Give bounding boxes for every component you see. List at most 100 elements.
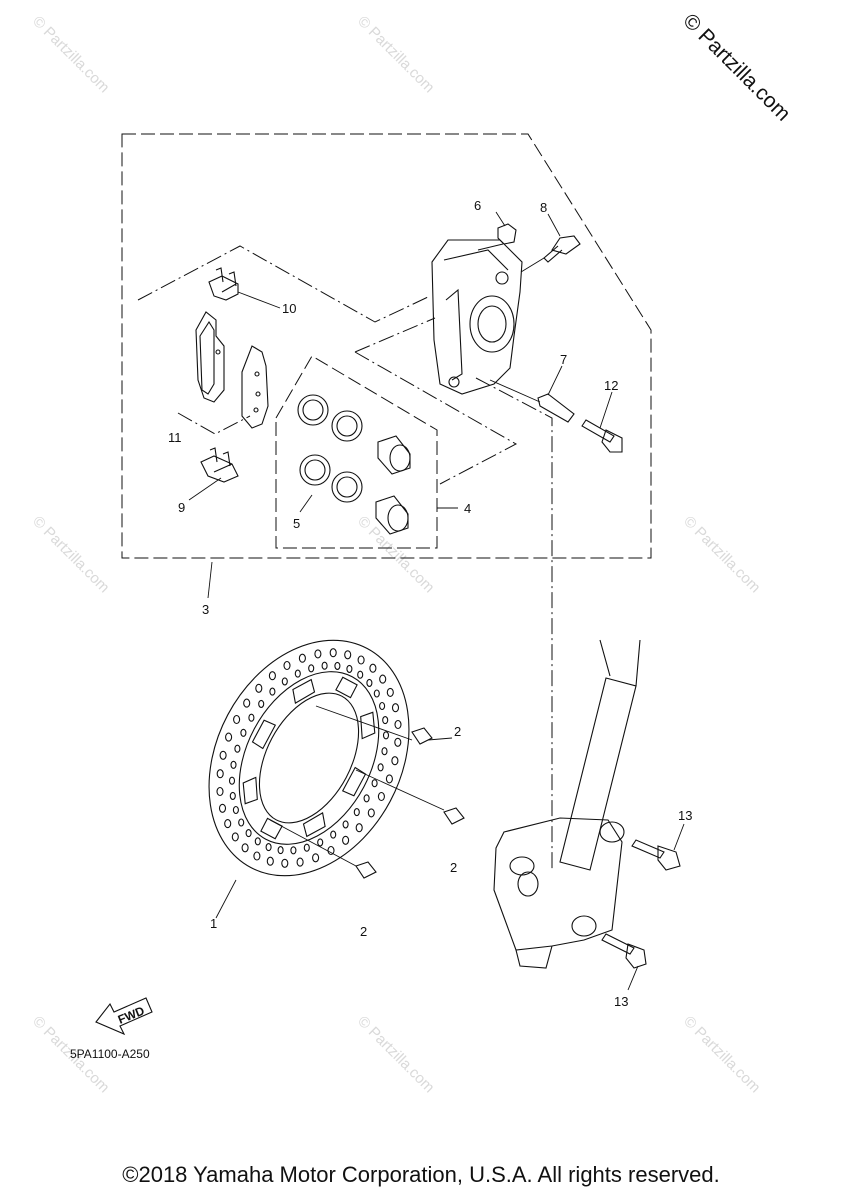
disc-hole bbox=[391, 756, 399, 766]
disc-hole bbox=[308, 664, 315, 673]
disc-hole bbox=[253, 851, 261, 861]
disc-slot bbox=[242, 776, 258, 805]
copyright-notice: ©2018 Yamaha Motor Corporation, U.S.A. A… bbox=[122, 1162, 719, 1187]
disc-hole bbox=[229, 791, 236, 800]
bleed-screw-8 bbox=[520, 213, 581, 273]
disc-hole bbox=[233, 714, 241, 725]
disc-hole bbox=[342, 820, 349, 829]
callout-6: 6 bbox=[474, 198, 481, 213]
disc-hole bbox=[357, 655, 365, 665]
disc-hole bbox=[294, 669, 301, 678]
disc-hole bbox=[312, 853, 320, 863]
fwd-arrow-icon: FWD bbox=[95, 997, 153, 1036]
disc-hole bbox=[265, 843, 272, 852]
pistons-4 bbox=[375, 435, 458, 535]
disc-hole bbox=[225, 732, 233, 742]
disc-hole bbox=[218, 803, 227, 813]
front-fork-leg bbox=[493, 639, 641, 969]
callout-12: 12 bbox=[604, 378, 618, 393]
seal-kit-outline bbox=[275, 355, 438, 549]
disc-hole bbox=[344, 650, 352, 660]
disc-slot bbox=[292, 678, 316, 704]
disc-hole bbox=[386, 687, 394, 697]
disc-hole bbox=[298, 653, 306, 663]
disc-hole bbox=[394, 737, 402, 747]
disc-hole bbox=[245, 829, 252, 838]
disc-hole bbox=[248, 713, 255, 722]
disc-hole bbox=[377, 791, 385, 802]
caliper-mount-centerline bbox=[475, 377, 553, 870]
callout-4: 4 bbox=[464, 501, 471, 516]
callout-1: 1 bbox=[210, 916, 217, 931]
callout-2: 2 bbox=[454, 724, 461, 739]
disc-hole bbox=[334, 661, 341, 670]
watermark-top-corner: © Partzilla.com bbox=[678, 9, 794, 125]
disc-hole bbox=[353, 808, 360, 817]
bleed-cap-6 bbox=[477, 211, 517, 251]
disc-hole bbox=[346, 664, 353, 673]
disc-hole bbox=[381, 747, 388, 756]
brake-pads-11 bbox=[195, 311, 269, 429]
disc-slot bbox=[360, 711, 376, 740]
disc-hole bbox=[377, 763, 384, 772]
disc-hole bbox=[314, 649, 322, 659]
disc-hole bbox=[369, 663, 377, 673]
fwd-label: FWD bbox=[116, 1003, 147, 1026]
disc-slot bbox=[341, 766, 367, 797]
disc-hole bbox=[355, 823, 363, 833]
disc-hole bbox=[321, 661, 328, 670]
pad-spring-9 bbox=[188, 447, 239, 501]
disc-hole bbox=[231, 832, 239, 842]
watermark-tile: © Partzilla.com bbox=[354, 513, 437, 596]
disc-hole bbox=[317, 838, 324, 847]
disc-hole bbox=[216, 769, 224, 779]
disc-hole bbox=[230, 760, 237, 769]
caliper-mount-bolts-13 bbox=[601, 823, 685, 991]
callout-13: 13 bbox=[614, 994, 628, 1009]
disc-hole bbox=[266, 856, 274, 866]
disc-hole bbox=[303, 843, 310, 852]
disc-hole bbox=[268, 671, 276, 681]
disc-slot bbox=[251, 719, 277, 750]
callout-7: 7 bbox=[560, 352, 567, 367]
disc-hole bbox=[240, 728, 247, 737]
callout-9: 9 bbox=[178, 500, 185, 515]
disc-slot bbox=[335, 676, 358, 699]
disc-bolts-2 bbox=[269, 705, 465, 879]
disc-hole bbox=[382, 716, 389, 725]
disc-hole bbox=[379, 701, 386, 711]
disc-hole bbox=[234, 744, 241, 753]
watermark-tile: © Partzilla.com bbox=[354, 13, 437, 96]
disc-hole bbox=[290, 846, 297, 855]
disc-hole bbox=[385, 774, 393, 784]
disc-hole bbox=[367, 808, 375, 818]
disc-hole bbox=[329, 648, 337, 658]
caliper-bolt-12 bbox=[581, 391, 623, 453]
disc-hole bbox=[371, 779, 378, 788]
watermark-tile: © Partzilla.com bbox=[680, 513, 763, 596]
caliper-assembly-outline bbox=[121, 133, 652, 559]
disc-hole bbox=[269, 687, 276, 696]
caliper-body bbox=[431, 239, 523, 395]
disc-hole bbox=[281, 858, 289, 868]
callout-5: 5 bbox=[293, 516, 300, 531]
disc-hole bbox=[224, 819, 232, 829]
disc-hole bbox=[254, 837, 261, 846]
callout-8: 8 bbox=[540, 200, 547, 215]
disc-hole bbox=[232, 805, 239, 815]
disc-hole bbox=[238, 818, 245, 827]
piston-seals-5 bbox=[297, 394, 363, 513]
watermark-tile: © Partzilla.com bbox=[29, 513, 112, 596]
callout-11: 11 bbox=[168, 430, 182, 445]
disc-hole bbox=[228, 776, 236, 785]
watermark-group: © Partzilla.com © Partzilla.com © Partzi… bbox=[29, 9, 795, 1096]
disc-hole bbox=[243, 698, 251, 708]
watermark-tile: © Partzilla.com bbox=[29, 13, 112, 96]
brake-disc-1 bbox=[208, 639, 410, 919]
disc-hole bbox=[342, 835, 350, 845]
callout-10: 10 bbox=[282, 301, 296, 316]
callout-13: 13 bbox=[678, 808, 692, 823]
callout-2: 2 bbox=[360, 924, 367, 939]
disc-hole bbox=[363, 794, 370, 803]
